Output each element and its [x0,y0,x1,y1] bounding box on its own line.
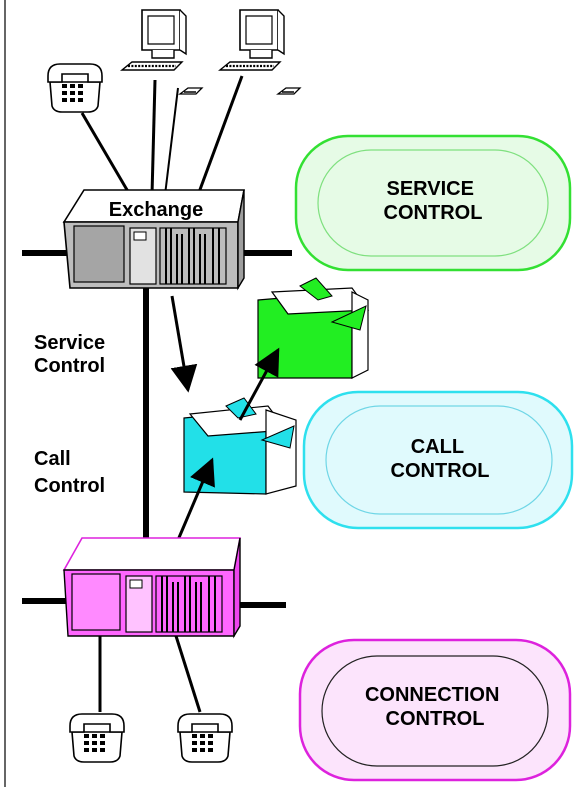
device-link-lines [80,75,244,196]
exchange-switch-icon [22,537,286,639]
call-control-line1: CALL [411,436,464,458]
connection-control-line1: CONNECTION [365,684,499,706]
svg-text:CONNECTION CONTROL: CONNECTION CONTROL [365,684,505,730]
telephone-icon [47,63,103,113]
call-control-label: Call Control [34,448,105,497]
call-control-label-line1: Call [34,448,71,470]
svg-text:CALL CONTROL: CALL CONTROL [391,436,490,482]
telephone-icon [69,713,125,763]
phone-link-lines [98,635,202,713]
call-control-label-line2: Control [34,475,105,497]
svg-text:SERVICE CONTROL: SERVICE CONTROL [384,178,483,224]
telephone-icon [177,713,233,763]
service-control-label: Service Control [34,332,111,377]
call-box-icon [183,397,297,495]
computer-terminal-icon [218,9,302,95]
control-flow-arrows [170,295,280,541]
call-control-line2: CONTROL [391,460,490,482]
computer-terminal-icon [120,9,204,95]
service-control-capsule: SERVICE CONTROL [294,134,572,272]
call-control-capsule: CALL CONTROL [302,390,574,530]
service-box-icon [257,277,370,379]
service-control-line2: CONTROL [384,202,483,224]
service-control-line1: SERVICE [386,178,473,200]
connection-control-capsule: CONNECTION CONTROL [298,638,572,782]
service-control-label-line2: Control [34,355,105,377]
connection-control-line2: CONTROL [386,708,485,730]
exchange-switch-icon [22,189,292,291]
service-control-label-line1: Service [34,332,105,354]
exchange-label: Exchange [109,199,203,221]
